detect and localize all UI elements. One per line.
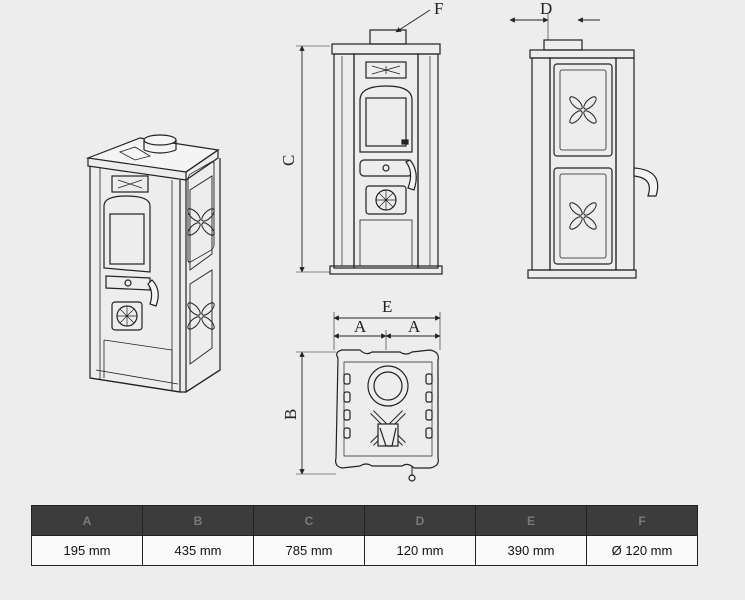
value-cell: 785 mm bbox=[253, 535, 365, 566]
value-cell: 120 mm bbox=[364, 535, 476, 566]
table-header-row: A B C D E F bbox=[31, 505, 698, 536]
header-cell: C bbox=[253, 505, 365, 536]
label-a-left: A bbox=[354, 317, 367, 336]
top-view bbox=[296, 312, 441, 482]
label-a-right: A bbox=[408, 317, 421, 336]
value-cell: 195 mm bbox=[31, 535, 143, 566]
value-cell: Ø 120 mm bbox=[586, 535, 698, 566]
stove-technical-drawing: F C D bbox=[85, 0, 659, 482]
front-view bbox=[296, 9, 443, 275]
header-cell: B bbox=[142, 505, 254, 536]
perspective-view bbox=[85, 134, 221, 394]
header-cell: A bbox=[31, 505, 143, 536]
label-d: D bbox=[540, 0, 552, 18]
table-row: 195 mm 435 mm 785 mm 120 mm 390 mm Ø 120… bbox=[31, 535, 698, 566]
value-cell: 435 mm bbox=[142, 535, 254, 566]
header-cell: E bbox=[475, 505, 587, 536]
dimensions-table: A B C D E F 195 mm 435 mm 785 mm 120 mm … bbox=[31, 505, 698, 566]
label-b: B bbox=[281, 409, 300, 420]
label-f: F bbox=[434, 0, 443, 18]
value-cell: 390 mm bbox=[475, 535, 587, 566]
side-view bbox=[509, 14, 659, 279]
header-cell: F bbox=[586, 505, 698, 536]
header-cell: D bbox=[364, 505, 476, 536]
label-c: C bbox=[279, 155, 298, 166]
label-e: E bbox=[382, 297, 392, 316]
